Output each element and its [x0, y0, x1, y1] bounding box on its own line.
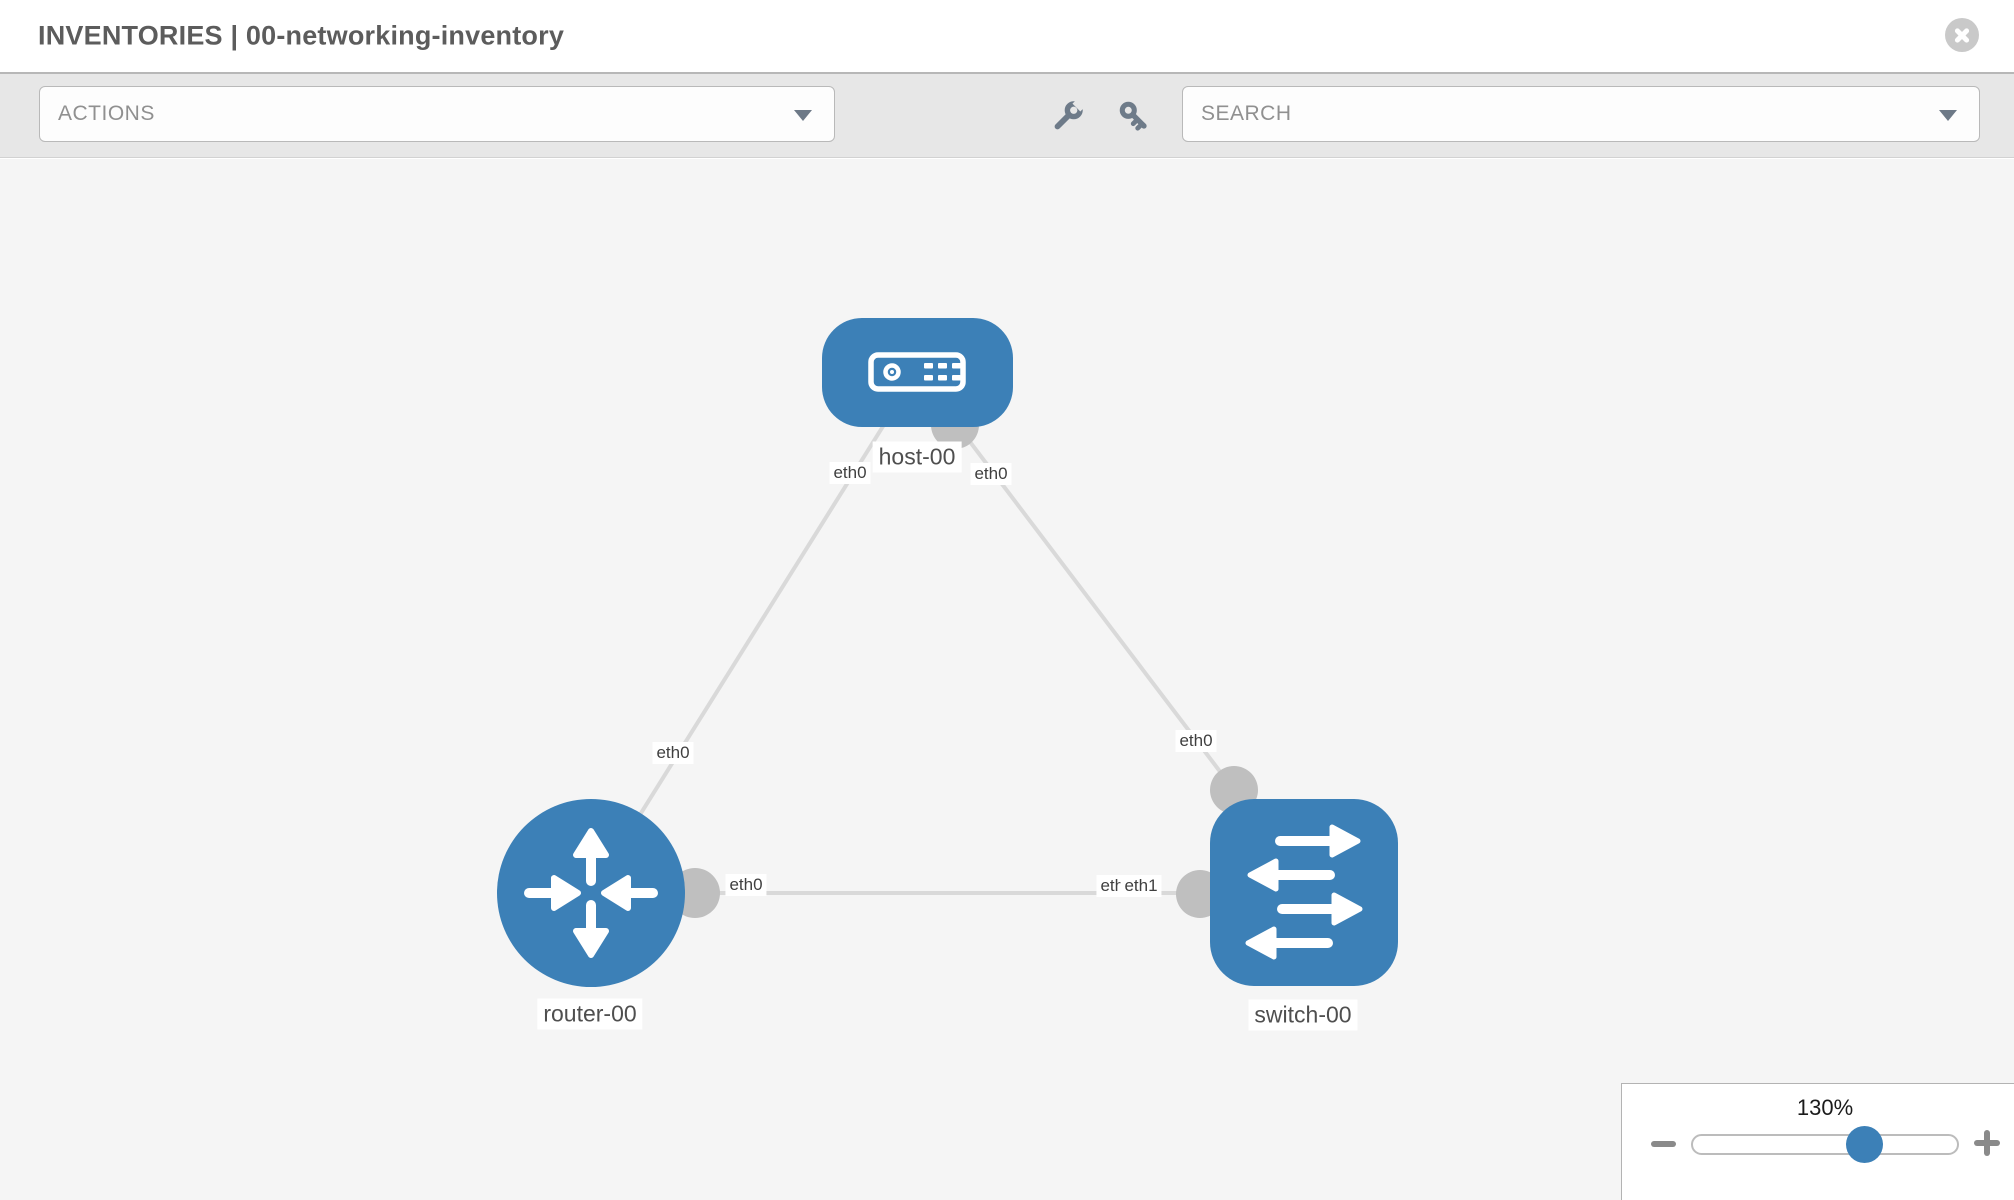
run-command-button[interactable] [1048, 98, 1086, 136]
chevron-down-icon [1939, 110, 1957, 121]
node-router[interactable] [497, 799, 685, 987]
wrench-icon [1054, 98, 1086, 130]
interface-label-switch-eth0-up: eth0 [1175, 730, 1217, 752]
search-dropdown-label: SEARCH [1201, 102, 1292, 125]
router-icon [524, 828, 658, 958]
toolbar: ACTIONS SEARC [0, 72, 2014, 158]
link-host-router[interactable] [589, 370, 919, 895]
interface-label-host-eth0-right: eth0 [970, 463, 1012, 485]
chevron-down-icon [794, 110, 812, 121]
node-host[interactable] [822, 318, 1013, 427]
node-label-switch: switch-00 [1248, 999, 1358, 1031]
switch-icon [1245, 824, 1363, 960]
zoom-panel: 130% [1621, 1083, 2014, 1200]
credentials-button[interactable] [1116, 98, 1154, 136]
zoom-slider-knob[interactable] [1846, 1126, 1883, 1163]
interface-label-router-eth0: eth0 [725, 874, 767, 896]
interface-label-host-eth0-left: eth0 [829, 462, 871, 484]
node-switch[interactable] [1210, 799, 1398, 986]
actions-dropdown[interactable]: ACTIONS [39, 86, 835, 142]
topology-canvas[interactable]: eth0 eth0 eth0 eth0 eth0 eth0 eth1 host-… [0, 159, 2014, 1200]
zoom-level: 130% [1796, 1095, 1854, 1120]
zoom-slider-track[interactable] [1691, 1134, 1959, 1155]
interface-label-router-eth0-up: eth0 [652, 742, 694, 764]
actions-dropdown-label: ACTIONS [58, 102, 155, 125]
node-label-router: router-00 [537, 998, 643, 1030]
page-title: INVENTORIES | 00-networking-inventory [38, 20, 565, 51]
header: INVENTORIES | 00-networking-inventory [0, 0, 2014, 72]
zoom-out-button[interactable] [1651, 1141, 1676, 1147]
zoom-in-button[interactable] [1974, 1130, 2000, 1156]
close-button[interactable] [1945, 18, 1979, 52]
host-icon [868, 352, 966, 392]
key-icon [1119, 101, 1147, 131]
search-dropdown[interactable]: SEARCH [1182, 86, 1980, 142]
plus-icon [1984, 1130, 1990, 1156]
node-label-host: host-00 [872, 441, 962, 473]
interface-label-switch-eth1: eth1 [1120, 875, 1162, 897]
